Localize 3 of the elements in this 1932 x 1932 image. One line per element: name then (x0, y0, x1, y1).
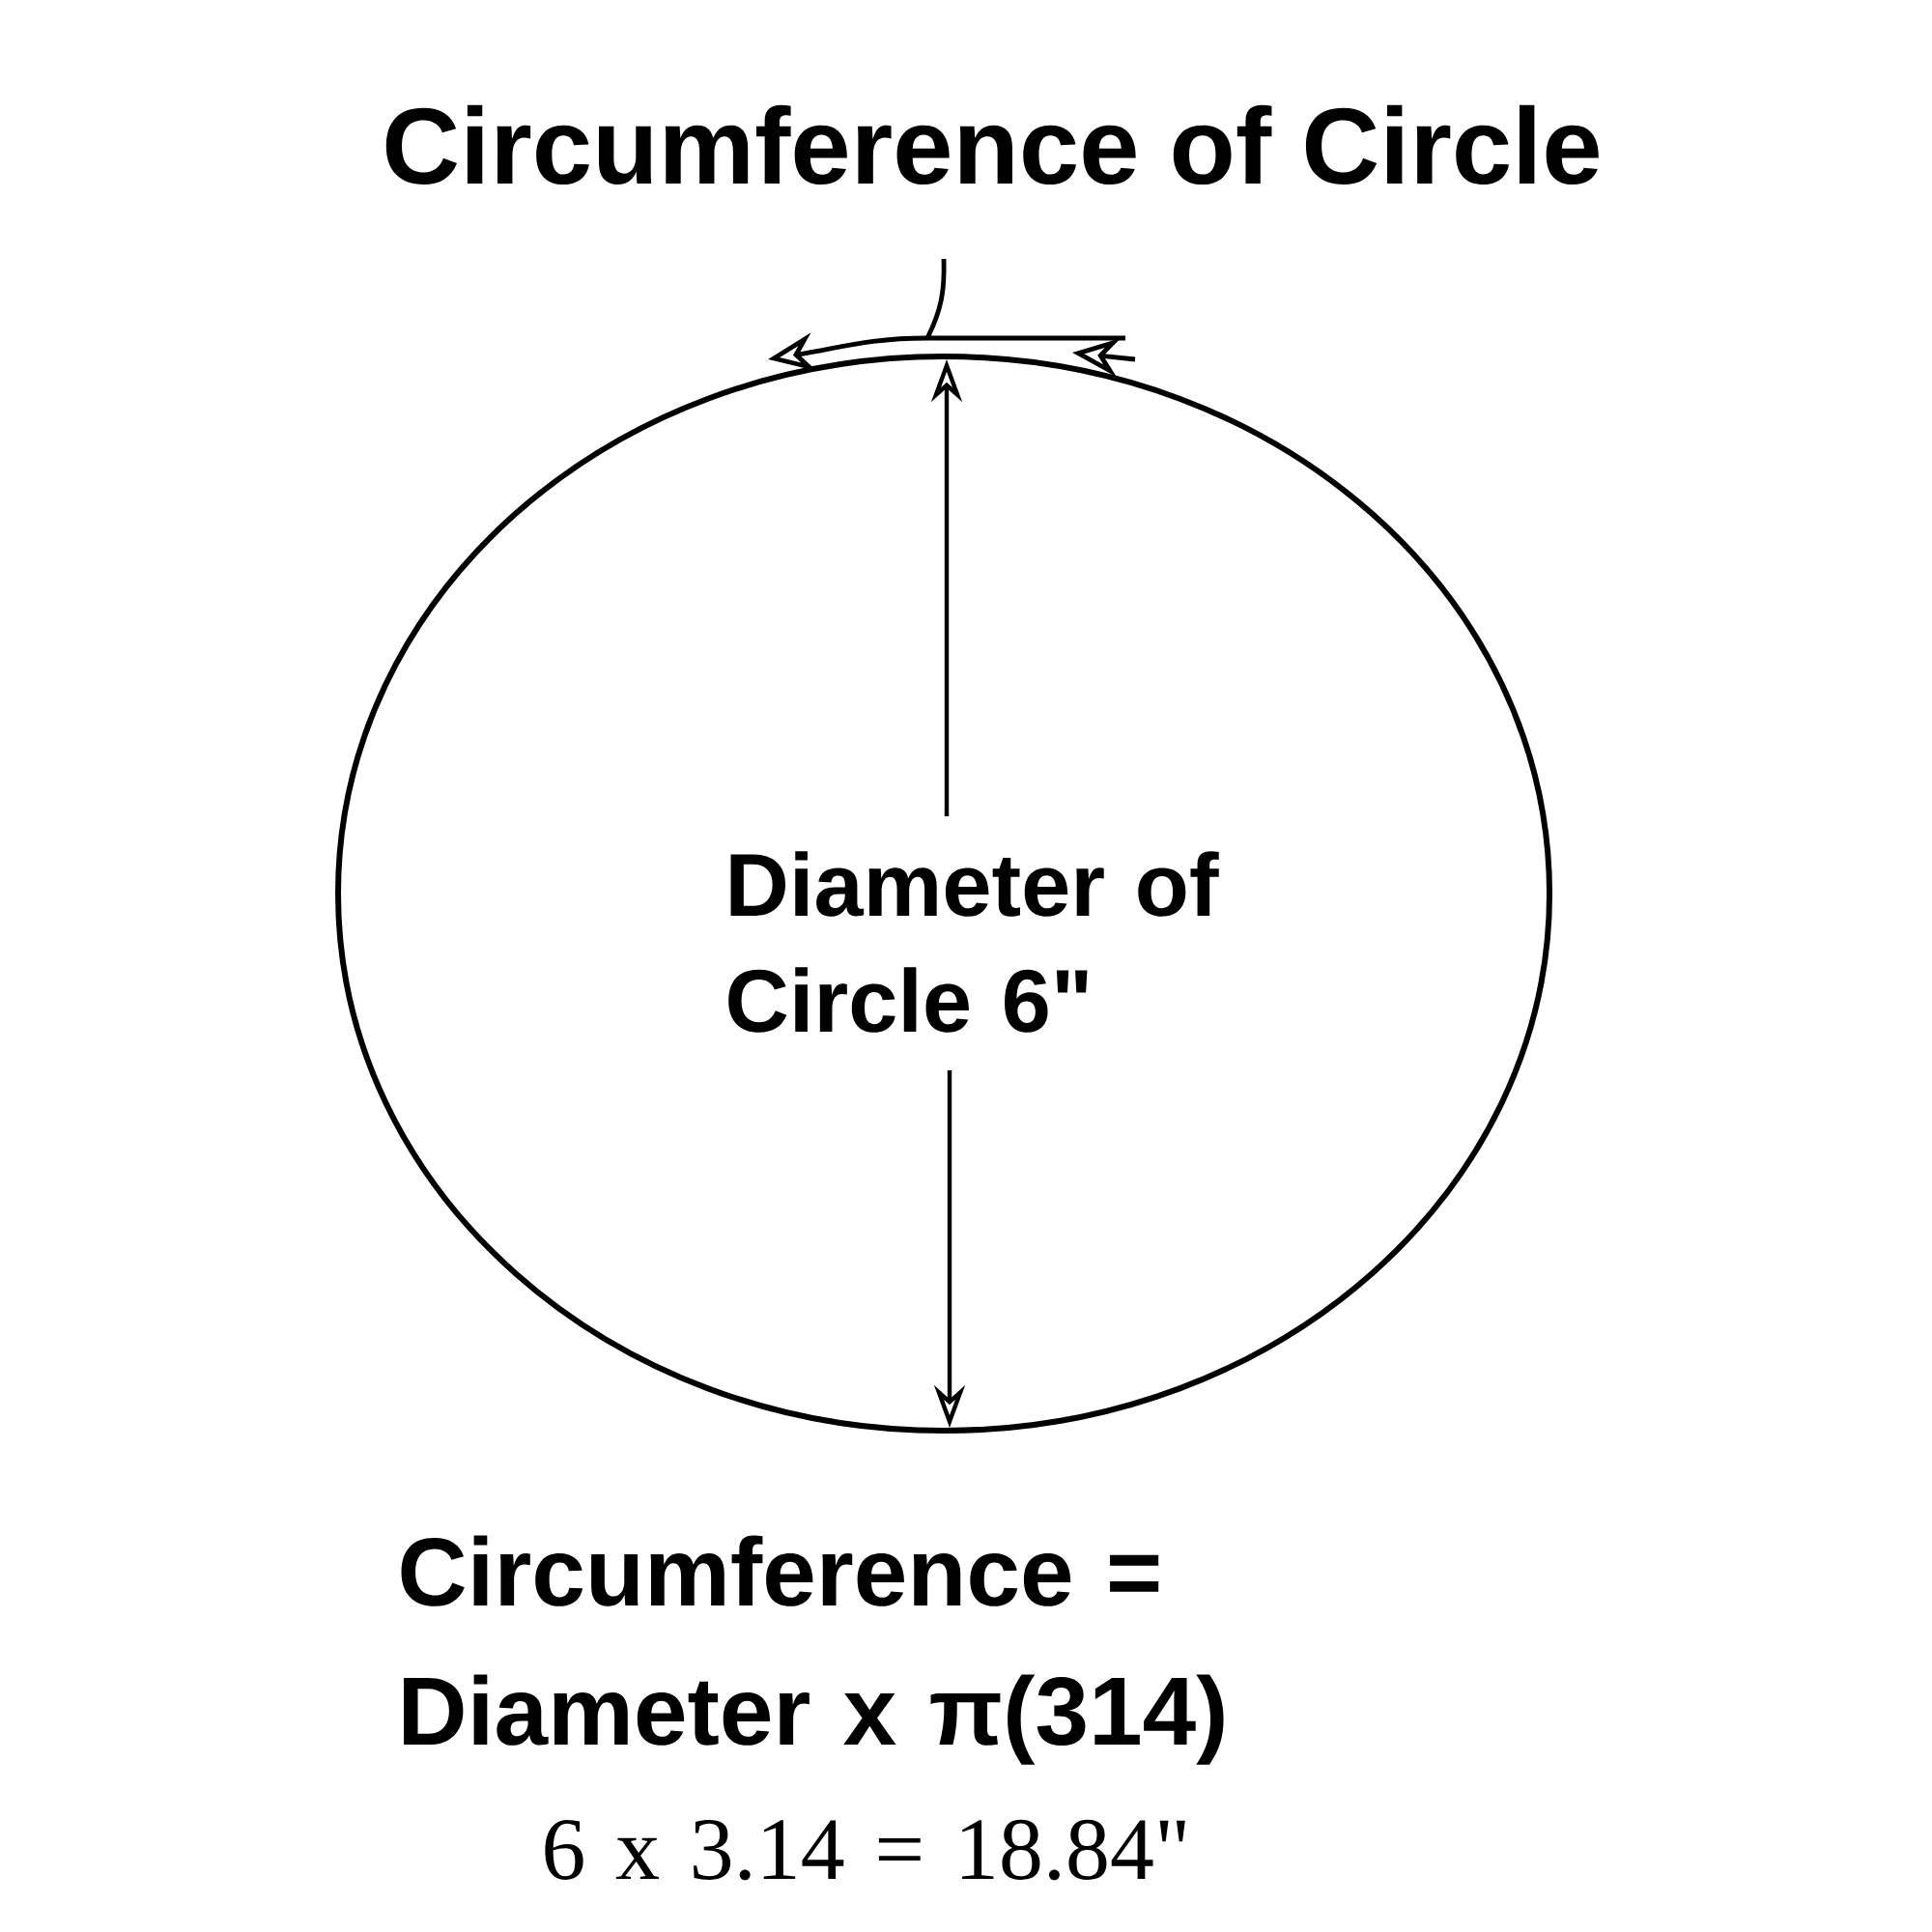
title: Circumference of Circle (385, 104, 1599, 185)
calculation-text: 6 x 3.14 = 18.84" (545, 1819, 1185, 1881)
formula-text: Circumference = Diameter x π(314) (401, 1535, 1224, 1765)
